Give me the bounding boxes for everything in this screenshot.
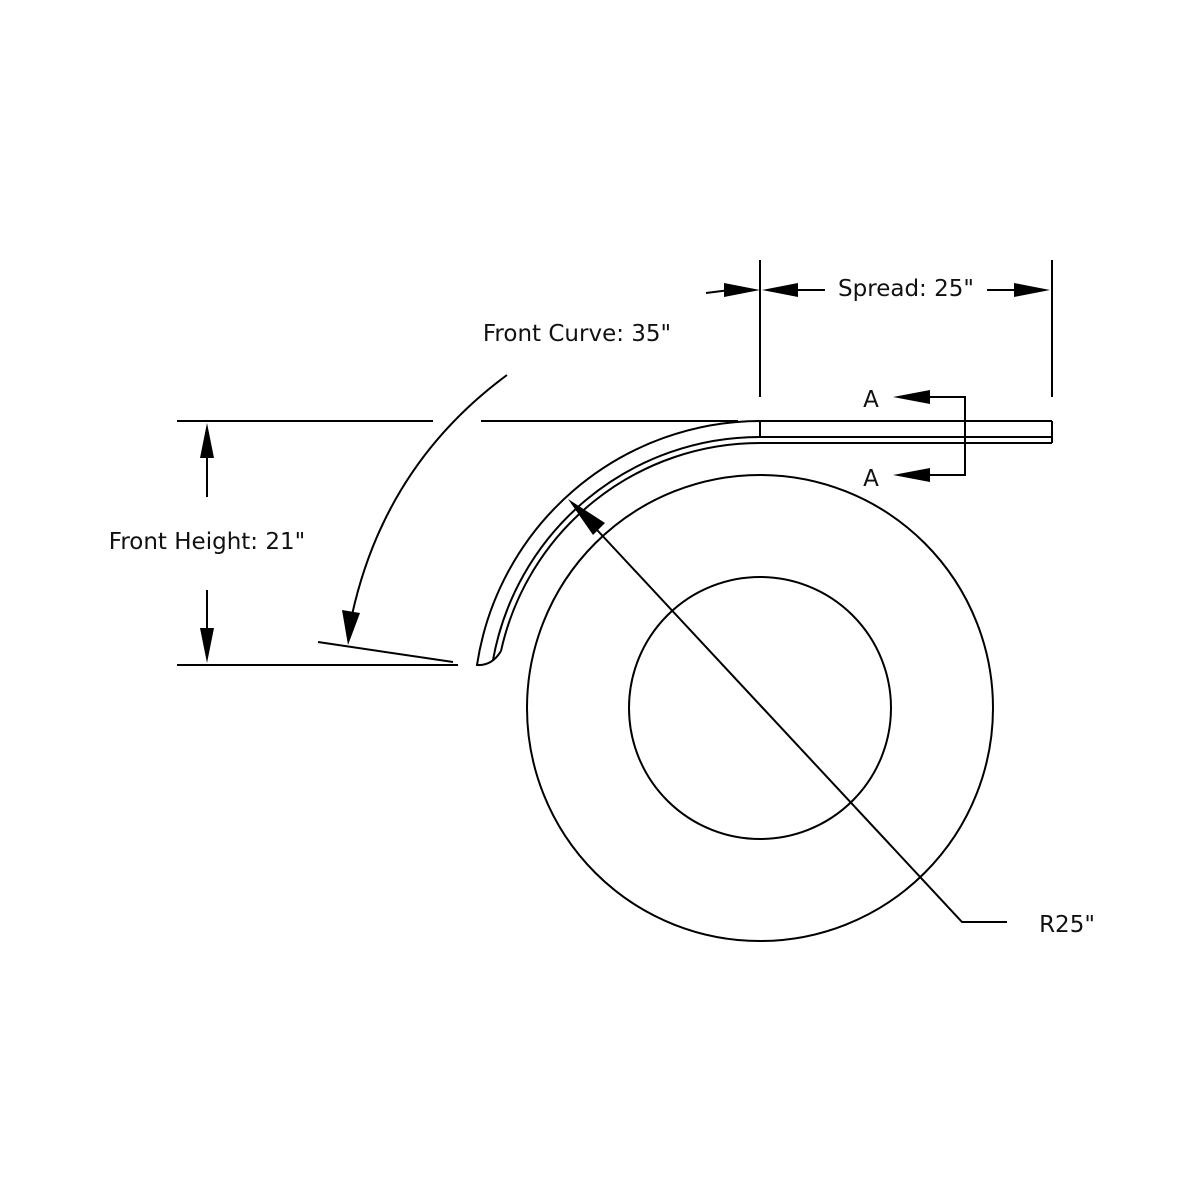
- fender: [475, 420, 1053, 667]
- section-a-marker: A A: [863, 387, 966, 492]
- front-height-dimension: Front Height: 21": [109, 420, 738, 666]
- front-curve-dimension: Front Curve: 35": [317, 321, 671, 663]
- arrowhead-icon: [893, 468, 930, 482]
- arrowhead-icon: [200, 423, 214, 458]
- front-curve-label: Front Curve: 35": [483, 321, 671, 347]
- rim-inner-circle: [628, 576, 892, 840]
- arrowhead-icon: [1014, 283, 1050, 297]
- fender-lip-arc: [500, 441, 761, 652]
- radius-label: R25": [1039, 912, 1095, 938]
- fender-outer-arc: [475, 420, 761, 667]
- arrowhead-icon: [342, 610, 360, 645]
- section-a-bottom-label: A: [863, 466, 879, 492]
- arrowhead-icon: [568, 499, 605, 535]
- front-height-label: Front Height: 21": [109, 529, 305, 555]
- tire-outer-circle: [526, 474, 994, 942]
- spread-dimension: Spread: 25": [705, 260, 1053, 397]
- arrowhead-icon: [724, 283, 760, 297]
- spread-label: Spread: 25": [838, 276, 974, 302]
- radius-dimension: R25": [568, 499, 1095, 938]
- fender-inner-arc: [492, 435, 761, 661]
- arrowhead-icon: [762, 283, 798, 297]
- arrowhead-icon: [200, 628, 214, 663]
- section-a-top-label: A: [863, 387, 879, 413]
- arrowhead-icon: [893, 390, 930, 404]
